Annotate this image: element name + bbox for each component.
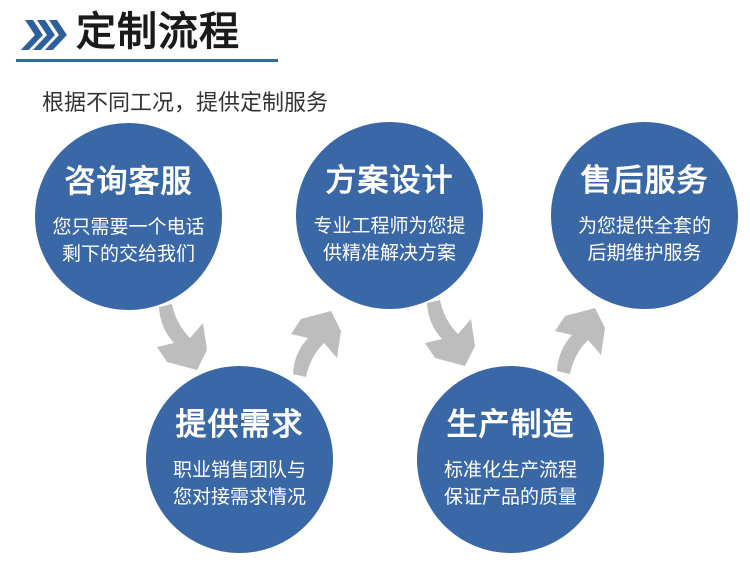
page-subtitle: 根据不同工况，提供定制服务 xyxy=(42,90,329,115)
step-description: 为您提供全套的 后期维护服务 xyxy=(551,213,738,267)
process-step-design: 方案设计 专业工程师为您提 供精准解决方案 xyxy=(296,122,483,309)
step-description-line: 为您提供全套的 xyxy=(577,216,711,238)
step-description-line: 标准化生产流程 xyxy=(443,460,577,482)
step-title: 售后服务 xyxy=(580,163,709,198)
arrow-up-right-icon xyxy=(286,307,346,379)
step-title: 提供需求 xyxy=(175,407,304,442)
page-title: 定制流程 xyxy=(76,10,240,54)
step-description-line: 供精准解决方案 xyxy=(322,243,456,265)
step-title: 方案设计 xyxy=(325,163,454,198)
arrow-down-right-icon xyxy=(420,298,480,370)
step-description-line: 保证产品的质量 xyxy=(443,487,577,509)
step-description: 专业工程师为您提 供精准解决方案 xyxy=(296,213,483,267)
step-title: 咨询客服 xyxy=(64,164,193,199)
step-description-line: 您只需要一个电话 xyxy=(52,217,205,239)
step-description-line: 后期维护服务 xyxy=(587,243,702,265)
step-description: 职业销售团队与 您对接需求情况 xyxy=(146,457,333,511)
process-step-consult: 咨询客服 您只需要一个电话 剩下的交给我们 xyxy=(35,123,222,310)
step-description: 您只需要一个电话 剩下的交给我们 xyxy=(35,214,222,268)
triple-chevron-icon xyxy=(21,20,67,50)
step-description-line: 您对接需求情况 xyxy=(172,487,306,509)
title-underline xyxy=(16,59,278,62)
arrow-down-right-icon xyxy=(152,302,212,374)
arrow-up-right-icon xyxy=(550,304,610,376)
step-title: 生产制造 xyxy=(446,407,575,442)
step-description-line: 专业工程师为您提 xyxy=(313,216,466,238)
process-step-after-sales: 售后服务 为您提供全套的 后期维护服务 xyxy=(551,122,738,309)
process-step-requirements: 提供需求 职业销售团队与 您对接需求情况 xyxy=(146,366,333,553)
step-description-line: 剩下的交给我们 xyxy=(61,244,195,266)
step-description-line: 职业销售团队与 xyxy=(172,460,306,482)
step-description: 标准化生产流程 保证产品的质量 xyxy=(417,457,604,511)
process-step-production: 生产制造 标准化生产流程 保证产品的质量 xyxy=(417,366,604,553)
